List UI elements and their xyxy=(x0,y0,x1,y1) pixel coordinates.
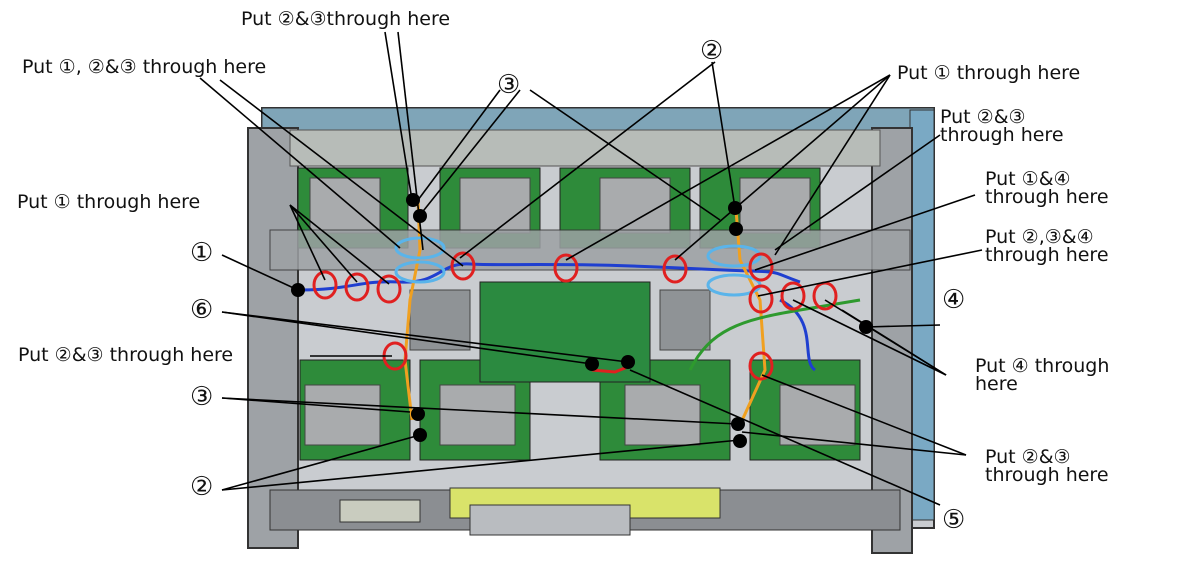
label-put-234-line2: through here xyxy=(985,244,1109,267)
label-put-23-bottom: Put ②&③ through here xyxy=(985,446,1109,487)
label-put-23-left: Put ②&③ through here xyxy=(18,344,234,366)
label-put-14: Put ①&④ through here xyxy=(985,168,1109,209)
pass-through-holes xyxy=(312,251,838,381)
label-put-234-line1: Put ②,③&④ xyxy=(985,226,1094,248)
cable-markers xyxy=(291,193,873,448)
leader-lines xyxy=(199,31,983,506)
label-put-23-bottom-line2: through here xyxy=(985,464,1109,487)
label-put-14-line2: through here xyxy=(985,186,1109,209)
callout-6: ⑥ xyxy=(190,295,214,325)
label-put-4-line2: here xyxy=(975,373,1018,396)
callout-1: ① xyxy=(190,238,214,268)
label-put-14-line1: Put ①&④ xyxy=(985,168,1071,190)
label-put-23-right: Put ②&③ through here xyxy=(940,106,1064,147)
label-put-123: Put ①, ②&③ through here xyxy=(22,56,267,78)
module-blocks xyxy=(269,177,911,446)
label-put-23-top: Put ②&③through here xyxy=(241,8,451,30)
callout-2-bottom: ② xyxy=(190,472,214,502)
label-put-23-bottom-line1: Put ②&③ xyxy=(985,446,1071,468)
callout-4: ④ xyxy=(942,285,966,315)
label-put-23-right-line2: through here xyxy=(940,124,1064,147)
label-put-4-line1: Put ④ through xyxy=(975,355,1110,377)
label-put-1-right: Put ① through here xyxy=(897,62,1081,84)
callout-3-top: ③ xyxy=(497,70,521,100)
label-put-234: Put ②,③&④ through here xyxy=(985,226,1109,267)
label-put-4: Put ④ through here xyxy=(975,355,1110,396)
callout-5: ⑤ xyxy=(942,505,966,535)
label-put-23-right-line1: Put ②&③ xyxy=(940,106,1026,128)
label-put-1-left: Put ① through here xyxy=(17,191,201,213)
callout-2-top: ② xyxy=(700,36,724,66)
callout-3-bottom: ③ xyxy=(190,382,214,412)
bottom-board xyxy=(339,487,721,536)
